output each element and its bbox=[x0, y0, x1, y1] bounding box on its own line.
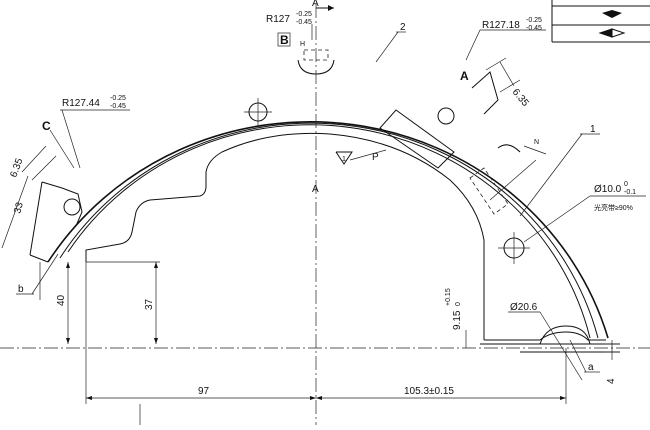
h-slot: H B bbox=[277, 32, 335, 75]
dim-4: 4 bbox=[604, 340, 620, 384]
roughness-icon bbox=[335, 151, 353, 165]
svg-text:40: 40 bbox=[56, 294, 67, 306]
svg-text:-0.25: -0.25 bbox=[296, 11, 312, 18]
svg-text:+0.15: +0.15 bbox=[445, 288, 452, 306]
dim-97: 97 bbox=[85, 262, 316, 404]
b-callout: b bbox=[16, 253, 59, 295]
part-1-callout: 1 bbox=[519, 124, 600, 217]
svg-text:光亮带≥90%: 光亮带≥90% bbox=[594, 203, 633, 212]
n-notch: N bbox=[497, 139, 547, 155]
svg-text:0: 0 bbox=[624, 181, 628, 188]
left-dims: 6.35 33 bbox=[1, 145, 57, 249]
dim-105: 105.3±0.15 bbox=[316, 348, 567, 404]
h-label: H bbox=[300, 41, 305, 48]
svg-text:97: 97 bbox=[198, 386, 210, 397]
lining-outer bbox=[47, 121, 609, 339]
anchor-notch bbox=[539, 325, 591, 345]
right-top-rivet-hole bbox=[437, 107, 455, 125]
dashed-slot bbox=[469, 159, 537, 215]
left-end bbox=[29, 181, 83, 300]
datum-b: B bbox=[280, 33, 289, 47]
part-2-callout: 2 bbox=[375, 22, 406, 63]
svg-text:-0.45: -0.45 bbox=[296, 19, 312, 26]
dim-20-6: Ø20.6 bbox=[508, 302, 583, 381]
svg-text:R127.44: R127.44 bbox=[62, 98, 100, 109]
svg-text:-0.25: -0.25 bbox=[526, 17, 542, 24]
p-label: P bbox=[372, 152, 379, 163]
datum-a-group: A 6.35 bbox=[460, 57, 531, 109]
top-left-hole bbox=[244, 98, 272, 126]
section-mark-bottom: A bbox=[312, 184, 319, 195]
svg-text:a: a bbox=[588, 362, 594, 373]
left-rivet-hole bbox=[63, 198, 81, 216]
svg-text:-0.1: -0.1 bbox=[624, 189, 636, 196]
dim-40: 40 bbox=[56, 262, 70, 344]
n-label: N bbox=[534, 139, 539, 146]
r127-18-dim: R127.18 -0.25 -0.45 bbox=[465, 17, 546, 61]
p-slot: P 1 bbox=[335, 109, 455, 169]
svg-text:33: 33 bbox=[12, 201, 26, 215]
dim-9-15: 9.15 +0.15 0 bbox=[445, 288, 467, 348]
svg-text:6.35: 6.35 bbox=[8, 157, 25, 179]
datum-a: A bbox=[460, 69, 469, 83]
svg-text:Ø20.6: Ø20.6 bbox=[510, 302, 538, 313]
svg-text:b: b bbox=[18, 284, 24, 295]
svg-text:1: 1 bbox=[342, 156, 346, 163]
svg-text:R127.18: R127.18 bbox=[482, 20, 520, 31]
base-lines bbox=[0, 343, 650, 353]
r127-44-dim: R127.44 -0.25 -0.45 bbox=[60, 95, 130, 169]
section-label-bottom: A bbox=[312, 184, 319, 195]
svg-text:-0.25: -0.25 bbox=[110, 95, 126, 102]
small-pin-hole: Ø10.0 0 -0.1 光亮带≥90% bbox=[498, 181, 646, 264]
svg-text:37: 37 bbox=[144, 298, 155, 310]
svg-text:-0.45: -0.45 bbox=[526, 25, 542, 32]
svg-text:9.15: 9.15 bbox=[452, 310, 463, 330]
dim-37: 37 bbox=[144, 262, 158, 344]
section-label-top: A bbox=[312, 0, 319, 9]
datum-c-group: C bbox=[42, 119, 75, 169]
svg-text:6.35: 6.35 bbox=[510, 87, 531, 109]
svg-text:R127: R127 bbox=[266, 14, 290, 25]
datum-c: C bbox=[42, 119, 51, 133]
svg-text:105.3±0.15: 105.3±0.15 bbox=[404, 386, 454, 397]
shoe-web bbox=[85, 132, 606, 341]
section-mark-top: A bbox=[312, 0, 334, 11]
a-callout: a bbox=[569, 339, 600, 373]
right-top-end bbox=[437, 71, 499, 125]
corner-table bbox=[551, 0, 650, 43]
svg-text:1: 1 bbox=[590, 124, 596, 135]
svg-text:Ø10.0: Ø10.0 bbox=[594, 184, 622, 195]
svg-text:4: 4 bbox=[606, 378, 617, 384]
svg-text:0: 0 bbox=[455, 302, 462, 306]
svg-text:-0.45: -0.45 bbox=[110, 103, 126, 110]
r127-dim: R127 -0.25 -0.45 bbox=[266, 11, 313, 40]
table-symbol-icon bbox=[602, 10, 622, 18]
svg-text:2: 2 bbox=[400, 22, 406, 33]
